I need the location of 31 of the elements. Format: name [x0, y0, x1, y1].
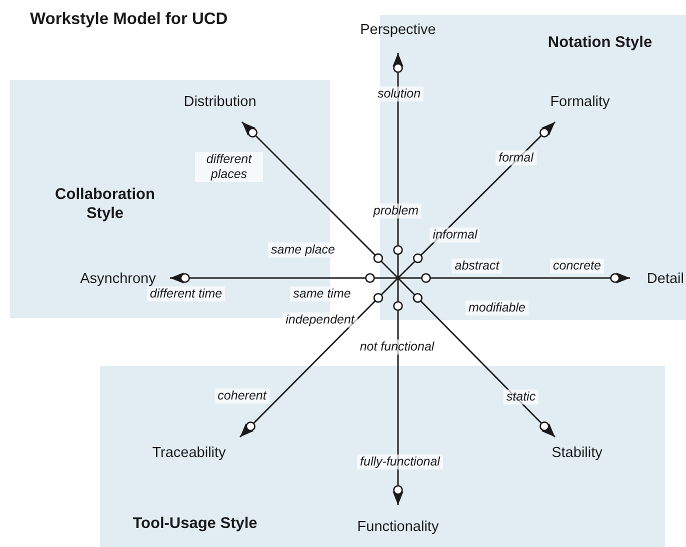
axis-label: Detail [630, 268, 684, 290]
axis-arrow [392, 53, 404, 278]
scale-label: fully-functional [357, 454, 443, 470]
axis-arrow [397, 277, 556, 438]
scale-label: formal [496, 150, 536, 166]
style-region [100, 366, 665, 547]
axis-label: Distribution [170, 94, 270, 122]
scale-label: problem [370, 204, 422, 218]
scale-label: static [503, 390, 539, 404]
scale-label: informal [430, 228, 480, 242]
region-heading: Tool-Usage Style [132, 514, 258, 534]
scale-label: different time [146, 286, 226, 302]
axis-label: Perspective [345, 22, 451, 53]
axis-label: Traceability [136, 437, 242, 461]
region-heading: Collaboration Style [54, 185, 156, 224]
scale-label: abstract [452, 258, 502, 274]
axis-arrow [241, 121, 399, 279]
axis-label: Functionality [345, 505, 451, 535]
axis-arrow [392, 278, 404, 505]
axis-arrow [239, 277, 399, 438]
diagram-title: Workstyle Model for UCD [30, 10, 228, 29]
scale-label: coherent [214, 388, 270, 404]
scale-label: independent [282, 312, 358, 328]
axis-arrow [398, 272, 630, 284]
axis-label: Stability [530, 437, 624, 461]
axis-label: Formality [530, 94, 630, 122]
region-heading: Notation Style [546, 33, 654, 52]
scale-label: different places [195, 152, 263, 182]
scale-label: modifiable [466, 300, 528, 316]
axis-arrow [170, 272, 398, 284]
scale-label: concrete [550, 258, 604, 274]
